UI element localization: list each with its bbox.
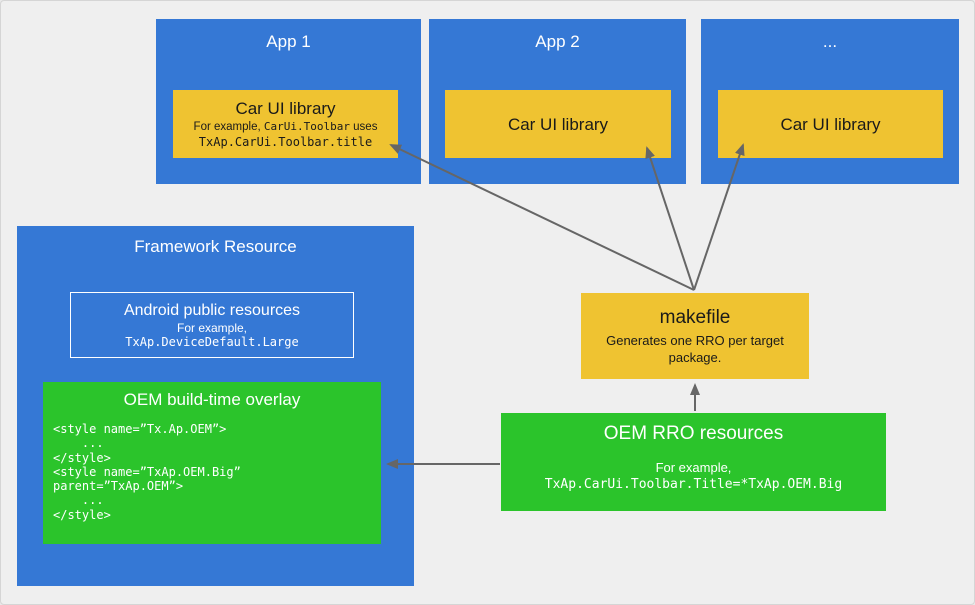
car-ui-library-box-2: Car UI library [445,90,671,158]
car-ui-library-box-3: Car UI library [718,90,943,158]
oem-rro-resources-title: OEM RRO resources [603,423,784,444]
car-ui-library-code-1: TxAp.CarUi.Toolbar.title [198,135,373,149]
android-public-resources-box: Android public resources For example, Tx… [70,292,354,358]
car-ui-library-title-2: Car UI library [507,114,609,134]
framework-resource-title: Framework Resource [134,237,297,256]
makefile-description: Generates one RRO per target package. [606,333,784,365]
android-public-resources-title: Android public resources [123,301,301,319]
car-ui-library-title-1: Car UI library [235,99,336,118]
oem-build-time-overlay-code: <style name=”Tx.Ap.OEM”> ... </style> <s… [53,422,241,522]
example-prefix: For example, [193,121,264,133]
oem-build-time-overlay-title: OEM build-time overlay [123,390,301,409]
oem-rro-resources-box: OEM RRO resources For example, TxAp.CarU… [501,413,886,511]
car-ui-library-box-1: Car UI library For example, CarUi.Toolba… [173,90,398,158]
app1-title: App 1 [266,32,311,51]
app2-title: App 2 [535,32,580,51]
framework-resource-box: Framework Resource Android public resour… [17,226,414,586]
car-ui-library-title-3: Car UI library [780,114,881,134]
example-inline-code: CarUi.Toolbar [263,120,350,133]
oem-rro-example-code: TxAp.CarUi.Toolbar.Title=*TxAp.OEM.Big [544,477,843,492]
car-ui-library-example-1: For example, CarUi.Toolbar uses [194,119,378,135]
oem-rro-example-label: For example, [655,460,732,475]
makefile-title: makefile [659,307,731,328]
android-public-resources-example-label: For example, [176,320,248,335]
makefile-box: makefile Generates one RRO per target pa… [581,293,809,379]
oem-build-time-overlay-box: OEM build-time overlay <style name=”Tx.A… [43,382,381,544]
app3-title: ... [822,32,838,51]
android-public-resources-example-code: TxAp.DeviceDefault.Large [125,334,299,349]
example-suffix: uses [349,121,378,133]
